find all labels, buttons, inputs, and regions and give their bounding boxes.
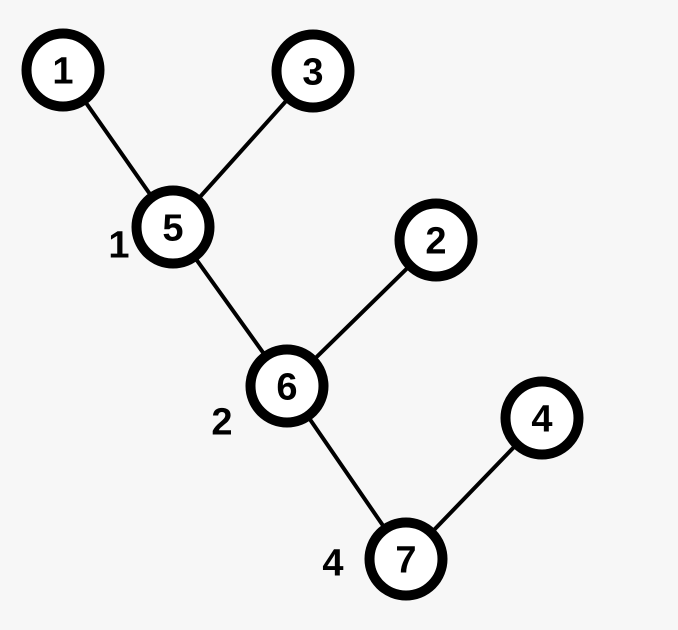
node-label-5: 5 <box>162 208 183 250</box>
node-circle-4 <box>500 376 584 460</box>
graph-node-2[interactable]: 2 <box>394 198 478 282</box>
node-ext-label-7: 4 <box>322 543 343 585</box>
graph-node-6[interactable]: 6 <box>245 344 329 428</box>
graph-node-5[interactable]: 5 <box>131 185 215 269</box>
node-label-1: 1 <box>52 51 73 93</box>
node-label-6: 6 <box>276 367 297 409</box>
node-label-3: 3 <box>302 52 323 94</box>
node-circle-7 <box>364 517 448 601</box>
node-circle-6 <box>245 344 329 428</box>
graph-node-4[interactable]: 4 <box>500 376 584 460</box>
node-circle-5 <box>131 185 215 269</box>
graph-node-1[interactable]: 1 <box>21 28 105 112</box>
node-label-4: 4 <box>531 399 552 441</box>
node-circle-1 <box>21 28 105 112</box>
graph-node-7[interactable]: 7 <box>364 517 448 601</box>
node-circle-2 <box>394 198 478 282</box>
graph-node-3[interactable]: 3 <box>271 29 355 113</box>
node-label-7: 7 <box>395 540 416 582</box>
node-ext-label-6: 2 <box>211 402 232 444</box>
node-label-2: 2 <box>425 221 446 263</box>
node-ext-label-5: 1 <box>108 225 129 267</box>
node-circle-3 <box>271 29 355 113</box>
